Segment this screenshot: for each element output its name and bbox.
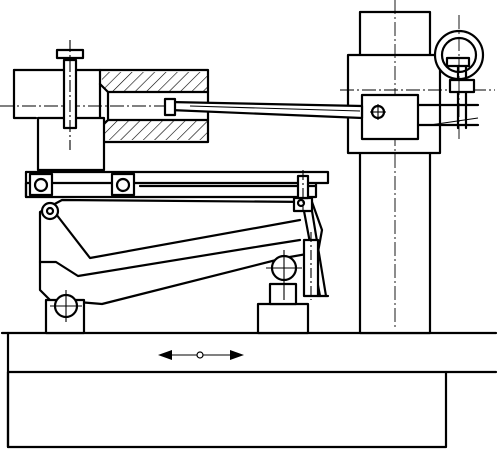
left-ball-support xyxy=(44,290,86,335)
front-screw xyxy=(302,232,320,300)
left-housing xyxy=(0,68,230,144)
column-clamp-block xyxy=(360,93,420,141)
right-ball-support xyxy=(256,250,310,335)
vertical-column xyxy=(340,0,495,335)
measuring-rod xyxy=(163,97,364,120)
machine-bed xyxy=(0,331,498,449)
pillar-with-screw xyxy=(36,40,106,172)
hinge-plate xyxy=(24,170,330,199)
indicator-dial-gauge xyxy=(416,15,485,140)
motion-arrow-icon xyxy=(158,350,244,360)
